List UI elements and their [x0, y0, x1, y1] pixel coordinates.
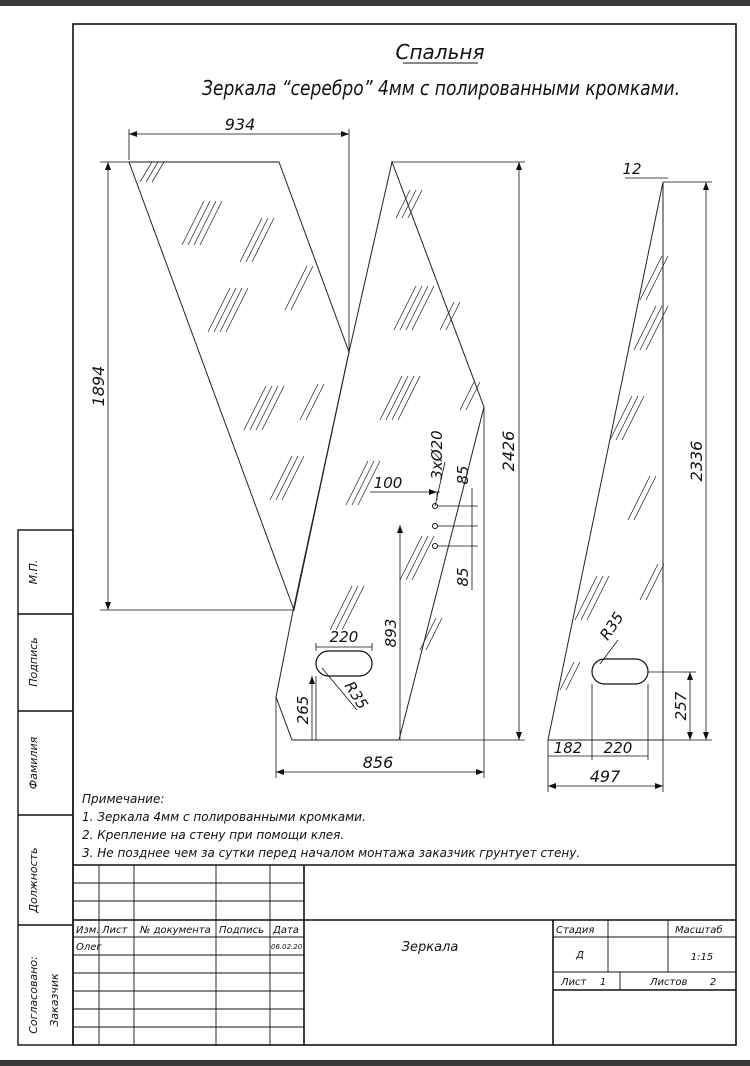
dim-12: 12: [622, 160, 641, 178]
note-1: 1. Зеркала 4мм с полированными кромками.: [82, 810, 366, 824]
tb-list-label: Лист: [560, 977, 588, 988]
notes: Примечание: 1. Зеркала 4мм с полированны…: [82, 792, 580, 860]
tb-date: 06.02.20: [271, 943, 303, 951]
dim-85-bottom: 85: [454, 567, 472, 586]
note-3: 3. Не позднее чем за сутки перед началом…: [82, 846, 580, 860]
stamp-podpis: Подпись: [27, 637, 40, 686]
dim-2336: 2336: [687, 441, 706, 482]
stamp-zakazchik: Заказчик: [48, 973, 61, 1027]
tb-masshtab: Масштаб: [675, 924, 723, 936]
dim-220-right: 220: [604, 739, 633, 757]
stamp-familia: Фамилия: [27, 736, 40, 789]
tb-name: Зеркала: [402, 940, 459, 955]
mount-holes: [432, 503, 438, 549]
dim-497: 497: [590, 767, 621, 786]
tb-list-val: 1: [600, 977, 606, 988]
drawing-title: Спальня: [396, 40, 485, 64]
dim-2426: 2426: [499, 431, 518, 472]
drawing-subtitle: Зеркала “серебро” 4мм с полированными кр…: [202, 76, 680, 100]
dim-85-top: 85: [454, 465, 472, 484]
dim-holes: 3xØ20: [428, 430, 446, 479]
dim-856: 856: [363, 753, 394, 772]
slot-right: [591, 658, 649, 685]
stamp-mp: М.П.: [27, 560, 40, 585]
tb-data: Дата: [272, 925, 299, 936]
tb-listov-label: Листов: [649, 977, 687, 988]
tb-doc-no: № документа: [139, 925, 211, 936]
glass-hatching: [139, 161, 669, 691]
stamp-dolzhnost: Должность: [27, 847, 40, 913]
tb-stadia-val: Д: [575, 950, 584, 961]
paper: [0, 6, 750, 1060]
side-stamp: [17, 529, 74, 1046]
dim-220-center: 220: [330, 628, 359, 646]
dim-1894: 1894: [89, 366, 108, 407]
dim-100: 100: [374, 474, 403, 492]
tb-podpis: Подпись: [219, 925, 264, 936]
dim-182: 182: [554, 739, 583, 757]
tb-izm: Изм.: [76, 925, 100, 936]
notes-heading: Примечание:: [82, 792, 164, 806]
tb-listov-val: 2: [710, 977, 716, 988]
mirror-right: [547, 181, 664, 741]
dim-934: 934: [225, 115, 256, 134]
dim-257: 257: [672, 691, 690, 720]
tb-list: Лист: [101, 925, 129, 936]
note-2: 2. Крепление на стену при помощи клея.: [82, 828, 344, 842]
title-block-fine-grid: [73, 865, 736, 1045]
tb-stadia: Стадия: [556, 925, 594, 936]
slot-center: [315, 650, 373, 677]
tb-masshtab-val: 1:15: [691, 952, 713, 963]
dimension-arrows: [105, 131, 709, 789]
dim-893: 893: [382, 619, 400, 648]
mirror-center: [275, 160, 485, 741]
dimension-lines: [100, 129, 712, 792]
tb-author: Олег: [76, 942, 102, 953]
title-block-grid: [73, 864, 736, 1045]
dim-265: 265: [294, 696, 312, 725]
bottom-edge: [0, 1060, 750, 1066]
stamp-soglasovano: Согласовано:: [27, 956, 40, 1034]
